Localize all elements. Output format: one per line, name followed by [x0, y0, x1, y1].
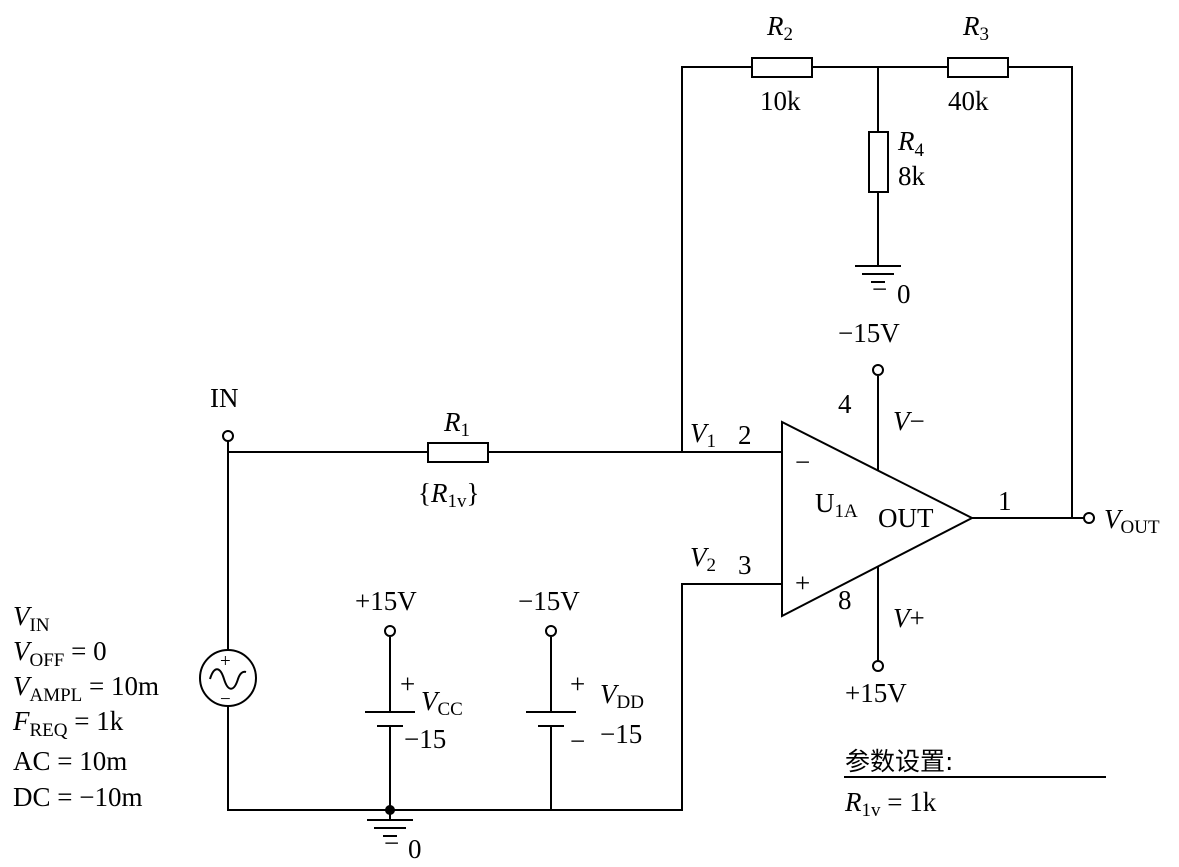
resistor-r3-body[interactable]: [947, 57, 1009, 78]
node-v1-label: V1: [690, 418, 716, 452]
r4-value: 8k: [898, 161, 926, 191]
vcc-label: VCC: [421, 686, 463, 720]
opamp-minus-sign: −: [795, 447, 810, 477]
vin-freq: FREQ = 1k: [12, 706, 124, 741]
terminal-vneg[interactable]: [872, 364, 884, 376]
opamp-pin-2: 2: [738, 420, 752, 450]
r4-label: R4: [897, 126, 925, 161]
vin-minus: −: [220, 689, 231, 710]
terminal-vout[interactable]: [1083, 512, 1095, 524]
vdd-plus: +: [570, 669, 585, 699]
opamp-pin-8: 8: [838, 585, 852, 615]
opamp-vneg-label: V−: [893, 406, 925, 436]
vin-plus: +: [220, 651, 231, 672]
ground-symbol-top: [855, 265, 901, 283]
vin-ac: AC = 10m: [13, 746, 127, 776]
vcc-value: −15: [404, 724, 446, 754]
junction-dot: [385, 805, 395, 815]
r1-value: {R1v}: [418, 478, 479, 512]
resistor-r1-body[interactable]: [427, 442, 489, 463]
node-in-label: IN: [210, 383, 239, 413]
vin-vampl: VAMPL = 10m: [13, 671, 159, 706]
vpos-rail-label: +15V: [845, 678, 907, 708]
resistor-r2-body[interactable]: [751, 57, 813, 78]
terminal-vdd[interactable]: [545, 625, 557, 637]
terminal-vpos[interactable]: [872, 660, 884, 672]
vcc-plus: +: [400, 669, 415, 699]
opamp-vpos-label: V+: [893, 603, 925, 633]
sine-wave-icon: [209, 668, 247, 690]
r3-label: R3: [962, 11, 989, 45]
vdd-label: VDD: [600, 679, 644, 713]
node-vout-label: VOUT: [1104, 504, 1160, 538]
r1-label: R1: [443, 407, 470, 441]
opamp-name: U1A: [815, 488, 858, 522]
vin-name: VIN: [13, 601, 50, 636]
ground-label-top: 0: [897, 279, 911, 309]
opamp-triangle[interactable]: [781, 420, 975, 618]
resistor-r4-body[interactable]: [868, 131, 889, 193]
terminal-vcc[interactable]: [384, 625, 396, 637]
ground-symbol-bottom: [367, 819, 413, 837]
vcc-rail-label: +15V: [355, 586, 417, 616]
ac-source-vin[interactable]: [199, 649, 257, 707]
opamp-out-label: OUT: [878, 503, 934, 533]
vdd-value: −15: [600, 719, 642, 749]
r3-value: 40k: [948, 86, 989, 116]
vin-dc: DC = −10m: [13, 782, 142, 812]
wires: [227, 66, 1084, 821]
ground-label-bottom: 0: [408, 834, 422, 864]
ground-mark-bottom: −: [384, 828, 399, 858]
r2-label: R2: [766, 11, 793, 45]
opamp-pin-3: 3: [738, 550, 752, 580]
vneg-rail-label: −15V: [838, 318, 900, 348]
opamp-plus-sign: +: [795, 568, 810, 598]
terminal-in[interactable]: [222, 430, 234, 442]
node-v2-label: V2: [690, 542, 716, 576]
vdd-minus: −: [570, 726, 585, 756]
vdd-rail-label: −15V: [518, 586, 580, 616]
opamp-pin-4: 4: [838, 389, 852, 419]
params-title: 参数设置:: [845, 747, 953, 776]
r2-value: 10k: [760, 86, 801, 116]
opamp-pin-1: 1: [998, 486, 1012, 516]
vin-voff: VOFF = 0: [13, 636, 107, 671]
params-r1v: R1v = 1k: [844, 787, 937, 821]
ground-mark-top: −: [872, 274, 887, 304]
battery-vcc[interactable]: [365, 711, 415, 727]
battery-vdd[interactable]: [526, 711, 576, 727]
